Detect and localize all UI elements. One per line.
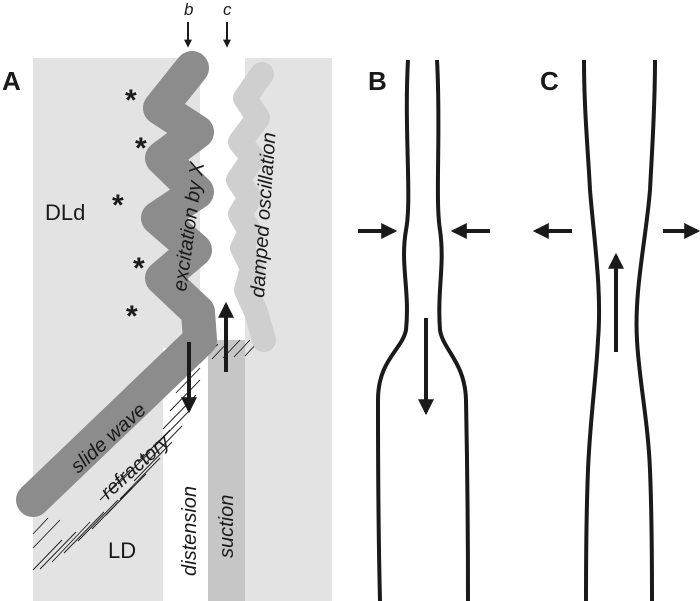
excitation-star-5: * [126, 300, 138, 333]
excitation-path [16, 51, 217, 517]
region-ld-label: LD [108, 538, 136, 563]
excitation-star-2: * [135, 132, 147, 165]
panel-a-label: A [2, 66, 21, 96]
excitation-star-1: * [125, 84, 137, 117]
suction-label: suction [216, 495, 238, 558]
panel-c: C [532, 59, 700, 601]
panel-c-right-wall [634, 59, 657, 601]
excitation-star-4: * [133, 252, 145, 285]
distension-label: distension [179, 486, 201, 576]
marker-b-label: b [184, 0, 193, 19]
marker-c-label: c [223, 0, 232, 19]
dld-region-left [33, 58, 163, 601]
panel-b-right-wall [435, 59, 470, 601]
region-dld-label: DLd [45, 200, 85, 225]
damped-oscillation-path [226, 62, 276, 352]
panel-b-left-wall [375, 59, 411, 601]
panel-c-left-wall [582, 59, 602, 601]
panel-b-label: B [368, 66, 387, 96]
excitation-star-3: * [112, 189, 124, 222]
panel-a: * * * * * b c A DLd LD excitation by X d… [2, 0, 332, 601]
suction-column [208, 340, 245, 601]
panel-b: B [358, 59, 490, 601]
panel-c-label: C [540, 66, 559, 96]
